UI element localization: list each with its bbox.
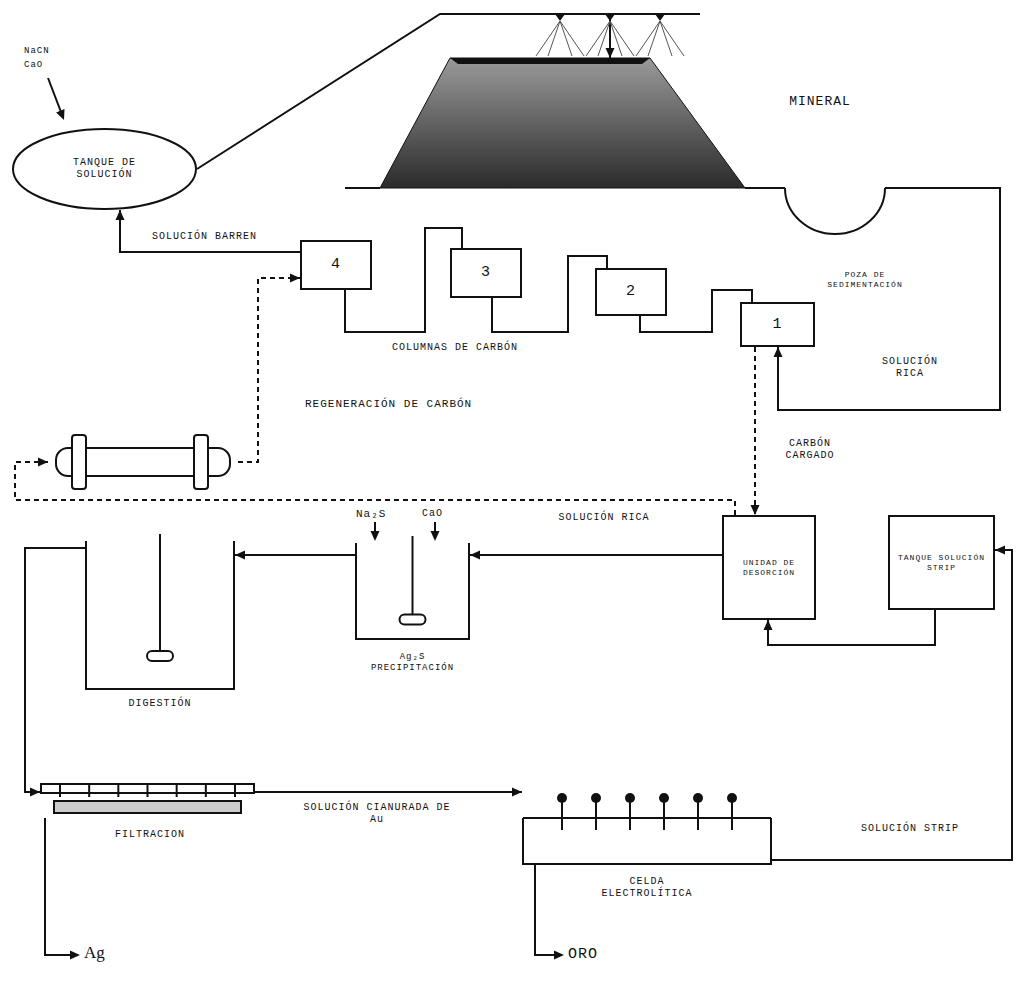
arrow-head [774,347,783,357]
arrow-head [764,620,773,630]
arrow-head [606,48,615,58]
flow-connector [255,788,522,797]
arrow-head [116,210,125,220]
solution-line [235,554,355,556]
reagent-label: CaO [422,508,443,520]
flow-connector [116,210,301,252]
node-text: MINERAL [770,94,870,110]
flow-connector [238,274,300,463]
carbon-column: 4 [300,240,372,290]
strip-tank: TANQUE SOLUCIÓN STRIP [888,515,995,610]
node-text: DIGESTIÓN [85,698,235,710]
electrolytic-cell: CELDA ELECTROLÍTICA [522,788,772,865]
flow-connector [774,188,1001,410]
arrow-head [38,458,48,467]
reagent-label: NaCN [24,46,50,57]
solution-line [778,188,1000,410]
node-text: POZA DE SEDIMENTACIÓN [825,270,905,289]
sprinkler-pipe [440,14,700,56]
filter-outline [40,783,255,818]
reagent-arrow [48,78,65,120]
arrow-head [30,788,40,797]
solution-line [120,210,300,252]
flow-label: SOLUCIÓN RICA [868,356,952,380]
output-arrow [45,818,564,960]
flow-label: SOLUCIÓN RICA [552,512,656,524]
pond-outline [785,188,885,238]
arrow-head [235,551,245,560]
carbon-column: 1 [740,302,815,347]
carbon-transfer-line [238,278,300,462]
flow-label: SOLUCIÓN CIANURADA DE Au [300,802,454,826]
heap-outline [380,58,745,188]
arrow-head [995,546,1005,555]
tank-outline [85,540,235,690]
precipitation-tank: Ag₂S PRECIPITACIÓN [355,542,470,640]
solution-line [470,554,722,556]
reagent-arrow [371,522,440,541]
node-text: TANQUE SOLUCIÓN STRIP [895,553,988,572]
flow-connector [235,551,355,560]
flow-label: SOLUCIÓN BARREN [150,231,259,243]
solution-tank: TANQUE DE SOLUCIÓN [12,128,197,210]
arrow-head [290,274,300,283]
desorption-unit: UNIDAD DE DESORCIÓN [722,515,816,620]
carbon-column: 2 [595,268,667,316]
node-text: 3 [481,264,491,282]
solution-line [745,187,785,189]
node-text: 4 [331,256,341,274]
kiln-outline [48,432,238,492]
node-text: REGENERACIÓN DE CARBÓN [305,398,555,411]
node-text: 2 [626,283,636,301]
node-text: FILTRACION [65,829,235,841]
node-text: CELDA ELECTROLÍTICA [587,876,707,900]
product-label: Ag [84,943,105,963]
node-text: TANQUE DE SOLUCIÓN [45,157,165,181]
flow-label: SOLUCIÓN STRIP [858,823,962,835]
solution-line [255,791,522,793]
tank-outline [355,542,470,640]
ore-heap: MINERAL [380,58,745,188]
regeneration-kiln: REGENERACIÓN DE CARBÓN [48,432,238,492]
arrow-head [751,505,760,515]
carbon-transfer-line [754,347,756,515]
arrow-head [512,788,522,797]
reagent-label: CaO [24,60,43,71]
flow-connector [470,551,722,560]
carbon-column: 3 [450,248,522,298]
reagent-label: Na₂S [356,508,386,521]
solution-line [25,548,85,792]
flow-connector [25,548,85,797]
node-text: Ag₂S PRECIPITACIÓN [365,652,460,674]
settling-pond: POZA DE SEDIMENTACIÓN [785,188,885,238]
product-label: ORO [568,946,598,964]
arrow-head [470,551,480,560]
flow-connector [751,347,760,515]
digestion-tank: DIGESTIÓN [85,540,235,690]
node-text: 1 [772,316,782,334]
ground-line [345,187,380,189]
node-text: UNIDAD DE DESORCIÓN [729,558,809,577]
group-label: COLUMNAS DE CARBÓN [392,342,518,354]
flow-connector [745,188,785,189]
flow-label: CARBÓN CARGADO [768,438,852,462]
cell-outline [522,788,772,865]
filter: FILTRACION [40,783,255,818]
